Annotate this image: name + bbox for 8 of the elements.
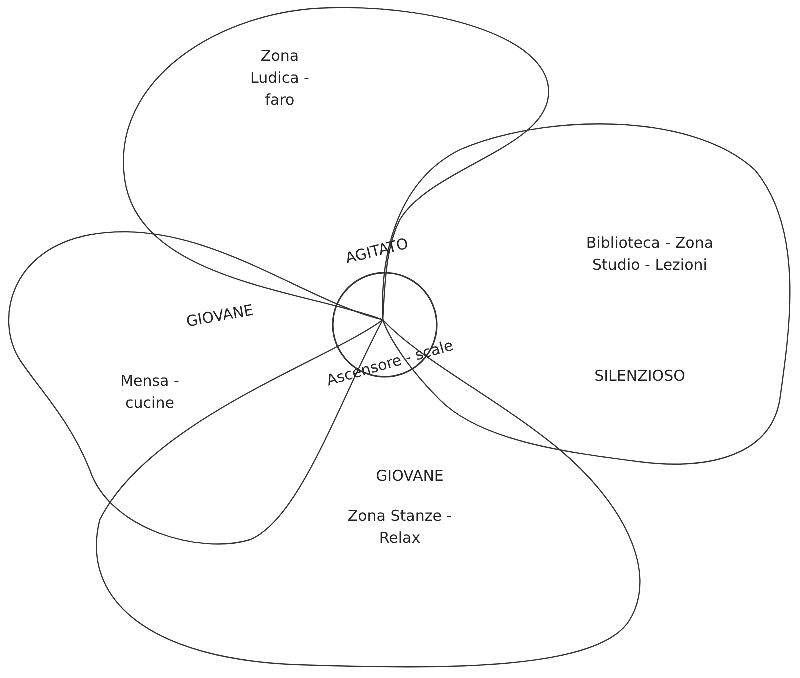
mood-label: SILENZIOSO [594, 366, 686, 387]
mood-label: GIOVANE [375, 466, 445, 487]
zone-label: Biblioteca - Zona Studio - Lezioni [585, 233, 715, 276]
mood-label: AGITATO [342, 234, 412, 270]
zone-label: Zona Ludica - faro [250, 46, 310, 111]
zone-label: Zona Stanze - Relax [346, 506, 454, 549]
zone-label: Mensa - cucine [120, 371, 180, 414]
mood-label: GIOVANE [184, 300, 256, 333]
